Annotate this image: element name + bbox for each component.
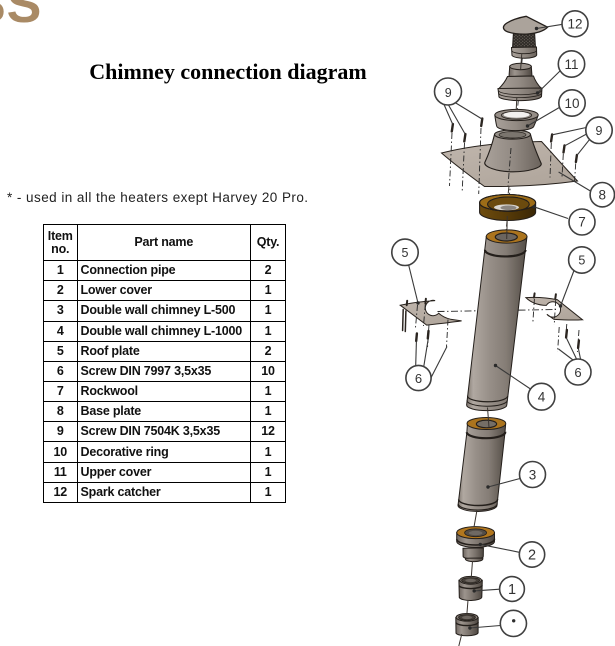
svg-text:12: 12 [567,17,582,32]
svg-text:4: 4 [538,390,546,405]
svg-text:6: 6 [415,371,422,386]
svg-text:10: 10 [564,96,579,111]
svg-text:5: 5 [402,246,409,260]
svg-text:8: 8 [599,187,607,202]
svg-text:9: 9 [445,86,452,100]
svg-text:6: 6 [574,365,581,380]
svg-text:5: 5 [578,254,585,268]
svg-text:11: 11 [564,57,578,72]
svg-text:2: 2 [528,548,536,564]
svg-text:7: 7 [578,215,586,230]
svg-text:3: 3 [529,468,537,483]
svg-text:1: 1 [508,582,516,598]
svg-text:9: 9 [596,124,603,138]
